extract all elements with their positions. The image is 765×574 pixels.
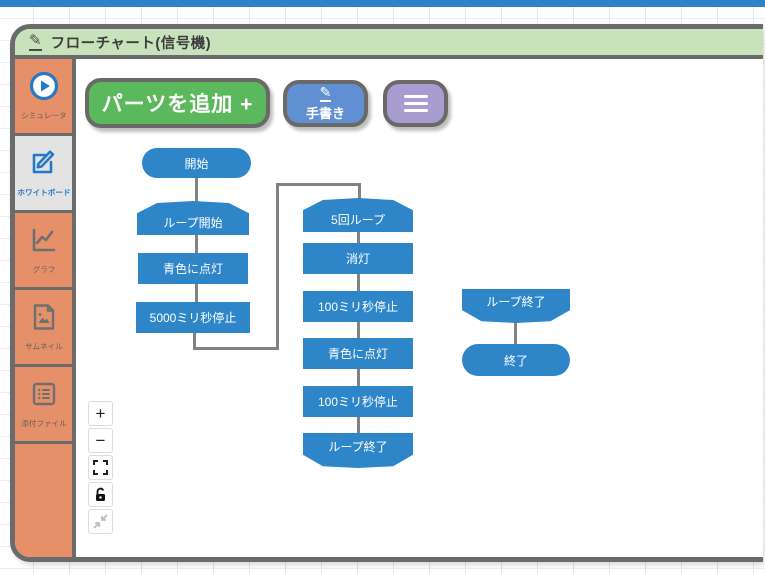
title-bar: ✎ フローチャート(信号機) (15, 29, 763, 59)
app-window: ✎ フローチャート(信号機) シミュレータ (10, 24, 763, 562)
connector-line (357, 368, 360, 388)
connector-line (276, 183, 279, 350)
whiteboard-canvas[interactable]: パーツを追加 + ✎ 手書き (76, 59, 763, 557)
zoom-out-button[interactable]: − (88, 428, 113, 453)
flow-node-wait-5000[interactable]: 5000ミリ秒停止 (136, 302, 250, 333)
collapse-arrows-icon[interactable] (88, 509, 113, 534)
play-icon (29, 71, 59, 106)
fullscreen-button[interactable] (88, 455, 113, 480)
flow-node-wait-100-1[interactable]: 100ミリ秒停止 (303, 291, 413, 322)
connector-line (195, 177, 198, 203)
flow-node-blue-on-2[interactable]: 青色に点灯 (303, 338, 413, 369)
connector-line (357, 416, 360, 435)
attachment-list-icon (29, 379, 59, 414)
connector-line (276, 183, 361, 186)
line-chart-icon (29, 225, 59, 260)
flow-node-light-off[interactable]: 消灯 (303, 243, 413, 274)
flow-node-end[interactable]: 終了 (462, 344, 570, 376)
connector-line (514, 321, 517, 346)
add-parts-button[interactable]: パーツを追加 + (85, 78, 270, 128)
flow-node-loop-end-outer[interactable]: ループ終了 (462, 289, 570, 323)
flow-node-blue-on-1[interactable]: 青色に点灯 (138, 253, 248, 284)
sidebar-item-whiteboard[interactable]: ホワイトボード (15, 136, 72, 213)
sidebar-item-label: 添付ファイル (20, 419, 67, 428)
sidebar: シミュレータ ホワイトボード グラフ (15, 59, 76, 557)
connector-line (357, 273, 360, 293)
sidebar-item-label: サムネイル (24, 342, 63, 351)
flow-node-loop-5-times[interactable]: 5回ループ (303, 198, 413, 232)
connector-line (195, 283, 198, 304)
pencil-icon: ✎ (319, 84, 332, 102)
hamburger-line (403, 102, 428, 105)
zoom-controls: + − (88, 401, 113, 534)
flow-node-wait-100-2[interactable]: 100ミリ秒停止 (303, 386, 413, 417)
sidebar-item-graph[interactable]: グラフ (15, 213, 72, 290)
sidebar-item-simulator[interactable]: シミュレータ (15, 59, 72, 136)
connector-line (358, 183, 361, 200)
handwriting-label: 手書き (305, 106, 345, 121)
page-title: フローチャート(信号機) (50, 35, 212, 52)
zoom-in-button[interactable]: + (88, 401, 113, 426)
sidebar-spacer (15, 444, 72, 557)
sidebar-item-label: ホワイトボード (16, 188, 71, 197)
sidebar-item-thumbnail[interactable]: サムネイル (15, 290, 72, 367)
menu-button[interactable] (383, 80, 448, 127)
sidebar-item-label: グラフ (32, 265, 55, 274)
edit-title-icon[interactable]: ✎ (29, 32, 42, 51)
connector-line (357, 230, 360, 245)
flow-node-start[interactable]: 開始 (142, 148, 251, 178)
browser-top-strip (0, 0, 765, 7)
sidebar-item-attachments[interactable]: 添付ファイル (15, 367, 72, 444)
connector-line (193, 332, 196, 349)
flow-node-loop-start[interactable]: ループ開始 (137, 201, 249, 235)
unlock-button[interactable] (88, 482, 113, 507)
sidebar-item-label: シミュレータ (20, 111, 67, 120)
connector-line (193, 347, 279, 350)
connector-line (357, 321, 360, 340)
hamburger-icon (403, 95, 428, 98)
whiteboard-edit-icon (29, 148, 59, 183)
connector-line (195, 234, 198, 255)
hamburger-line (403, 109, 428, 112)
flow-node-loop-end-inner[interactable]: ループ終了 (303, 433, 413, 468)
handwriting-button[interactable]: ✎ 手書き (283, 80, 368, 127)
thumbnail-image-icon (29, 302, 59, 337)
